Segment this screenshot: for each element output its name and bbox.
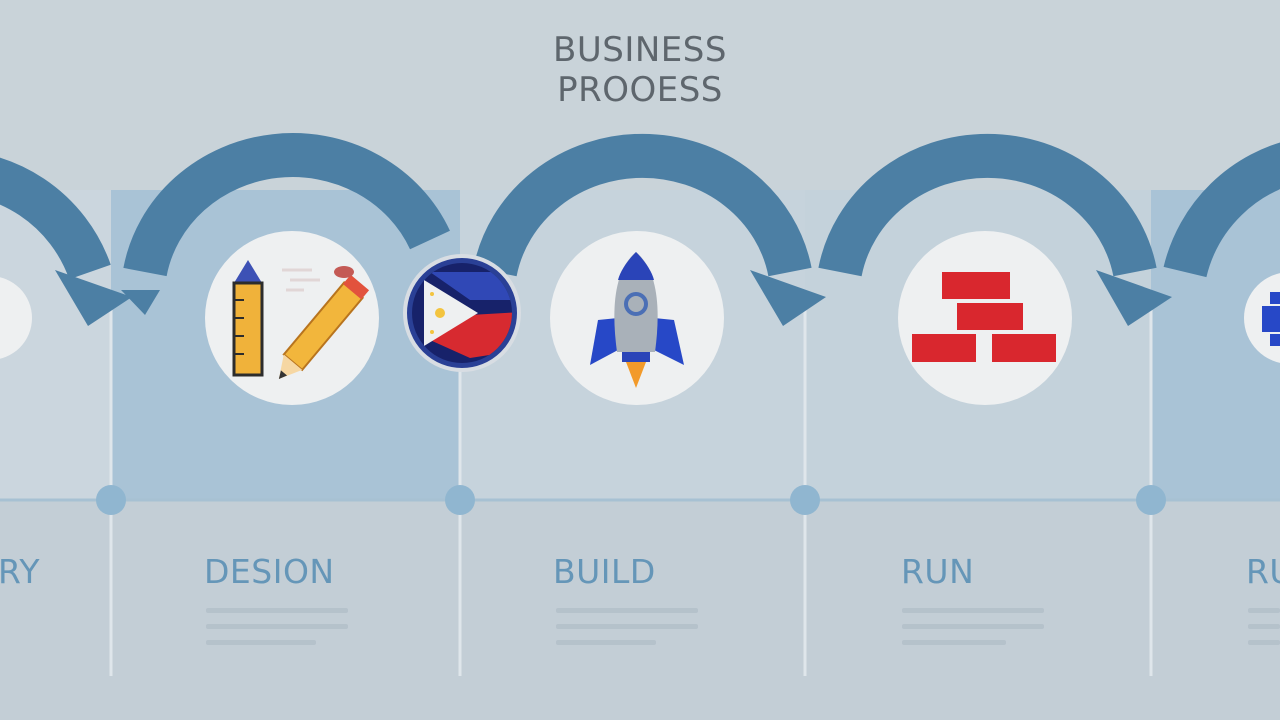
step-label-2: DESION [204, 552, 335, 591]
arrow-head-2 [750, 270, 826, 326]
timeline-node-3 [790, 485, 820, 515]
arrow-3 [818, 133, 1157, 277]
title-line-1: BUSINESS [553, 30, 727, 70]
diagram-title: BUSINESS PROOESS [500, 30, 780, 110]
timeline-node-4 [1136, 485, 1166, 515]
arrow-head-3 [1096, 270, 1172, 326]
arrow-head-0 [55, 270, 132, 326]
arrow-4 [1163, 142, 1280, 278]
rocket-icon [590, 252, 684, 388]
icon-circle-1 [0, 277, 32, 359]
title-line-2: PROOESS [557, 70, 723, 110]
curved-arrows [0, 133, 1280, 280]
step-label-5: RU [1246, 552, 1280, 591]
icon-circle-2 [205, 231, 379, 405]
arrow-2 [473, 133, 812, 277]
arrow-heads [55, 270, 1172, 326]
arrow-0 [0, 157, 111, 280]
step-label-3: BUILD [553, 552, 656, 591]
philippine-flag-badge-icon [403, 254, 521, 372]
step-label-1: RY [0, 552, 40, 591]
timeline-node-1 [96, 485, 126, 515]
red-bricks-icon [912, 272, 1056, 362]
gear-icon [1262, 292, 1280, 346]
pencil-ruler-icon [232, 260, 370, 380]
step-label-4: RUN [901, 552, 975, 591]
arrow-head-1-tail [121, 290, 160, 315]
arrow-1 [123, 133, 450, 277]
timeline-nodes [96, 485, 1166, 515]
timeline-node-2 [445, 485, 475, 515]
